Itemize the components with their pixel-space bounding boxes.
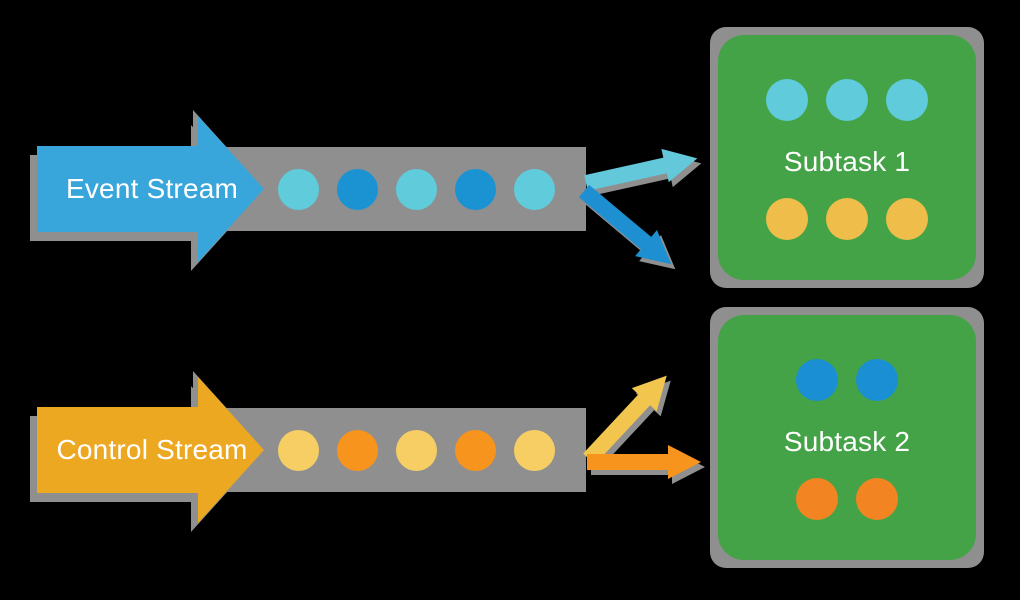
control-exit-up-arrow: [576, 364, 680, 471]
dot: [826, 198, 868, 240]
control-stream-label: Control Stream: [56, 434, 248, 465]
dot: [856, 478, 898, 520]
subtask-1-top-dots: [718, 79, 976, 121]
subtask-2-box: Subtask 2: [710, 307, 984, 568]
subtask-2-label: Subtask 2: [783, 426, 911, 457]
dot: [337, 168, 378, 210]
dot: [796, 478, 838, 520]
event-exit-up-arrow-shadow: [586, 146, 705, 205]
event-exit-down-arrow: [573, 177, 683, 278]
event-exit-up-arrow: [582, 141, 701, 200]
control-exit-right-arrow: [587, 445, 701, 479]
dot: [337, 429, 378, 471]
dot: [278, 429, 319, 471]
event-stream-label: Event Stream: [65, 173, 239, 204]
dot: [826, 79, 868, 121]
dot: [766, 79, 808, 121]
subtask-1-label: Subtask 1: [783, 146, 911, 177]
dot: [886, 198, 928, 240]
control-exit-right-arrow-shadow: [591, 450, 705, 484]
event-exit-down-arrow-shadow: [577, 182, 687, 283]
dot: [455, 429, 496, 471]
dot: [278, 168, 319, 210]
subtask-2-top-dots: [718, 359, 976, 401]
subtask-2-bottom-dots: [718, 478, 976, 520]
dot: [886, 79, 928, 121]
dot: [766, 198, 808, 240]
subtask-2-panel: Subtask 2: [718, 315, 976, 560]
control-exit-up-arrow-shadow: [580, 369, 684, 476]
subtask-1-bottom-dots: [718, 198, 976, 240]
dot: [514, 168, 555, 210]
dot: [396, 429, 437, 471]
dot: [514, 429, 555, 471]
dot: [796, 359, 838, 401]
dot: [455, 168, 496, 210]
subtask-1-panel: Subtask 1: [718, 35, 976, 280]
dot: [856, 359, 898, 401]
subtask-1-box: Subtask 1: [710, 27, 984, 288]
dot: [396, 168, 437, 210]
